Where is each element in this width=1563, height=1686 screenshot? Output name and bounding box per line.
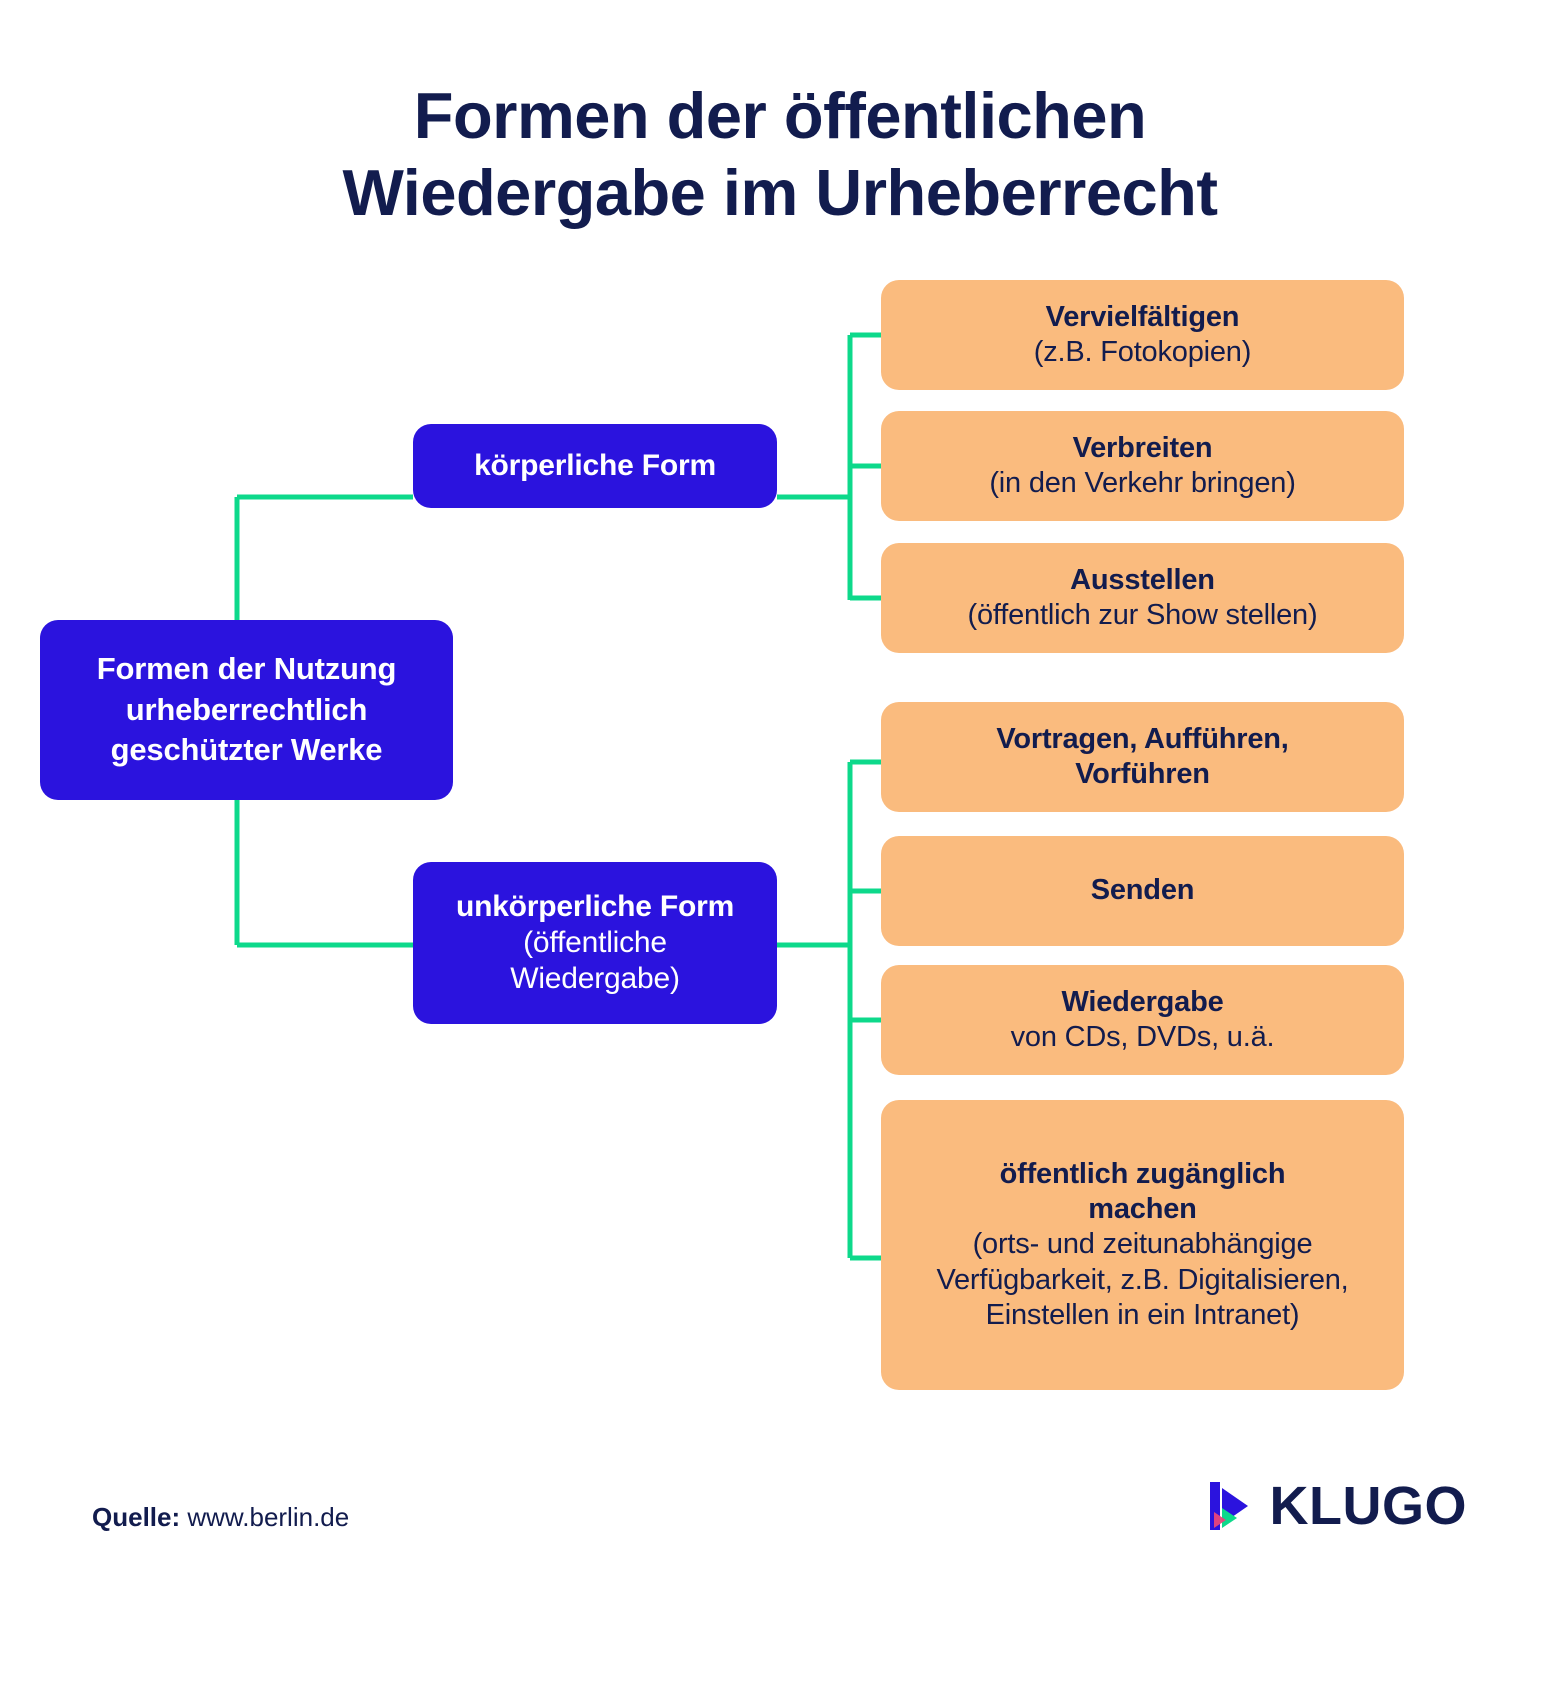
node-oeffentlich-subtitle-line-3: Einstellen in ein Intranet) bbox=[985, 1299, 1300, 1332]
node-oeffentlich-subtitle-line-2: Verfügbarkeit, z.B. Digitalisieren, bbox=[936, 1263, 1349, 1296]
node-vortragen-heading-line-2: Vorführen bbox=[1075, 758, 1210, 790]
node-senden[interactable]: Senden bbox=[881, 836, 1404, 946]
node-unkoerperliche-form-subtitle-line-1: (öffentliche bbox=[523, 926, 667, 960]
source-value: www.berlin.de bbox=[180, 1502, 350, 1532]
node-vervielfaeltigen[interactable]: Vervielfältigen (z.B. Fotokopien) bbox=[881, 280, 1404, 390]
node-vortragen-auffuehren-vorfuehren[interactable]: Vortragen, Aufführen, Vorführen bbox=[881, 702, 1404, 812]
node-unkoerperliche-form[interactable]: unkörperliche Form (öffentliche Wiederga… bbox=[413, 862, 777, 1024]
node-vortragen-heading-line-1: Vortragen, Aufführen, bbox=[996, 722, 1289, 755]
node-verbreiten-heading: Verbreiten bbox=[1072, 431, 1213, 464]
node-wiedergabe-subtitle: von CDs, DVDs, u.ä. bbox=[1010, 1021, 1275, 1053]
node-senden-heading: Senden bbox=[1090, 874, 1195, 907]
node-root[interactable]: Formen der Nutzung urheberrechtlich gesc… bbox=[40, 620, 453, 800]
node-unkoerperliche-form-subtitle-line-2: Wiedergabe) bbox=[510, 962, 680, 996]
node-ausstellen[interactable]: Ausstellen (öffentlich zur Show stellen) bbox=[881, 543, 1404, 653]
node-oeffentlich-zugaenglich-machen[interactable]: öffentlich zugänglich machen (orts- und … bbox=[881, 1100, 1404, 1390]
node-oeffentlich-subtitle-line-1: (orts- und zeitunabhängige bbox=[972, 1228, 1313, 1261]
node-verbreiten-subtitle: (in den Verkehr bringen) bbox=[989, 467, 1296, 499]
node-ausstellen-heading: Ausstellen bbox=[1070, 563, 1215, 596]
klugo-mark-icon bbox=[1208, 1478, 1254, 1534]
source-attribution: Quelle: www.berlin.de bbox=[92, 1502, 349, 1533]
node-oeffentlich-heading-line-2: machen bbox=[1088, 1192, 1197, 1225]
node-verbreiten[interactable]: Verbreiten (in den Verkehr bringen) bbox=[881, 411, 1404, 521]
node-root-line-2: urheberrechtlich bbox=[125, 691, 368, 727]
node-ausstellen-subtitle: (öffentlich zur Show stellen) bbox=[967, 599, 1318, 631]
page-title-line-1: Formen der öffentlichen bbox=[413, 79, 1147, 152]
page-title: Formen der öffentlichen Wiedergabe im Ur… bbox=[120, 78, 1440, 231]
klugo-logo[interactable]: KLUGO bbox=[1208, 1478, 1468, 1534]
page-title-line-2: Wiedergabe im Urheberrecht bbox=[342, 155, 1218, 229]
node-vervielfaeltigen-subtitle: (z.B. Fotokopien) bbox=[1033, 336, 1252, 368]
node-wiedergabe-heading: Wiedergabe bbox=[1061, 985, 1224, 1018]
node-vervielfaeltigen-heading: Vervielfältigen bbox=[1045, 300, 1240, 333]
node-root-line-3: geschützter Werke bbox=[110, 732, 383, 768]
node-koerperliche-form-label: körperliche Form bbox=[474, 448, 716, 482]
source-label: Quelle: bbox=[92, 1502, 181, 1532]
node-unkoerperliche-form-label: unkörperliche Form bbox=[455, 889, 735, 923]
node-wiedergabe[interactable]: Wiedergabe von CDs, DVDs, u.ä. bbox=[881, 965, 1404, 1075]
node-oeffentlich-heading-line-1: öffentlich zugänglich bbox=[999, 1157, 1286, 1190]
klugo-wordmark: KLUGO bbox=[1269, 1476, 1467, 1536]
node-root-line-1: Formen der Nutzung bbox=[96, 650, 397, 686]
node-koerperliche-form[interactable]: körperliche Form bbox=[413, 424, 777, 508]
